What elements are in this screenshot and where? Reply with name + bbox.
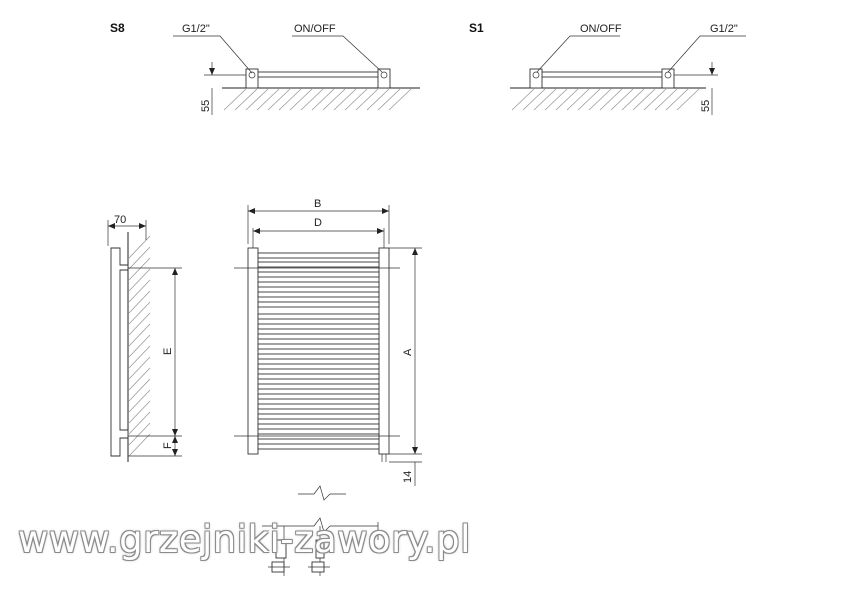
heating-rung [257,363,380,370]
break-symbol [298,485,346,501]
left-collector [247,247,259,455]
s1-top-view: S1 ON/OFF G1/2" 55 [469,21,746,115]
s8-title: S8 [110,21,125,35]
heating-rung [257,393,380,400]
s8-thread-leader [173,35,253,74]
right-collector [378,247,390,455]
heating-rung [257,323,380,330]
depth-label: 70 [114,214,126,226]
s8-wall-hatch [223,88,412,111]
heating-rung [257,373,380,380]
s8-radiator-body [249,71,387,78]
heating-rung [257,313,380,320]
height-total-label: A [402,348,414,356]
s1-wall-hatch [511,88,700,111]
s1-thread-leader [667,35,746,73]
heating-rung [257,353,380,360]
s1-valve-label: ON/OFF [580,23,622,35]
side-wall-hatch [128,235,151,457]
heating-rung [257,423,380,430]
s1-radiator-body [536,71,668,78]
heating-rung [257,343,380,350]
heating-rung [257,403,380,410]
s8-valve-label: ON/OFF [294,23,336,35]
heating-rung [257,333,380,340]
heating-rung [257,443,380,450]
s1-valve-leader [536,35,620,73]
s8-valve-leader [292,35,383,73]
width-total-label: B [314,198,321,210]
heating-rung [257,261,380,268]
heating-rung [257,301,380,308]
heating-rung [257,413,380,420]
side-radiator-profile [110,247,129,457]
s1-thread-label: G1/2" [710,23,738,35]
s8-thread-label: G1/2" [182,23,210,35]
heating-rung [257,281,380,288]
heating-rung [257,271,380,278]
bottom-detail [262,517,379,576]
heating-rung [257,291,380,298]
axis-spacing-label: E [162,348,174,355]
width-axis-label: D [314,217,322,229]
heating-rung [257,433,380,440]
side-view: 70 E F [107,214,182,462]
bottom-gap-label: 14 [402,471,414,483]
front-view: B D A 14 [234,198,422,486]
watermark: www.grzejniki-zawory.pl [18,518,471,561]
s1-spacing-label: 55 [700,100,712,112]
heating-rungs [257,252,380,450]
s1-title: S1 [469,21,484,35]
heating-rung [257,252,380,259]
heating-rung [257,383,380,390]
bottom-offset-label: F [162,442,174,449]
s8-spacing-label: 55 [200,100,212,112]
s8-top-view: S8 G1/2" ON/OFF 55 [110,21,420,115]
